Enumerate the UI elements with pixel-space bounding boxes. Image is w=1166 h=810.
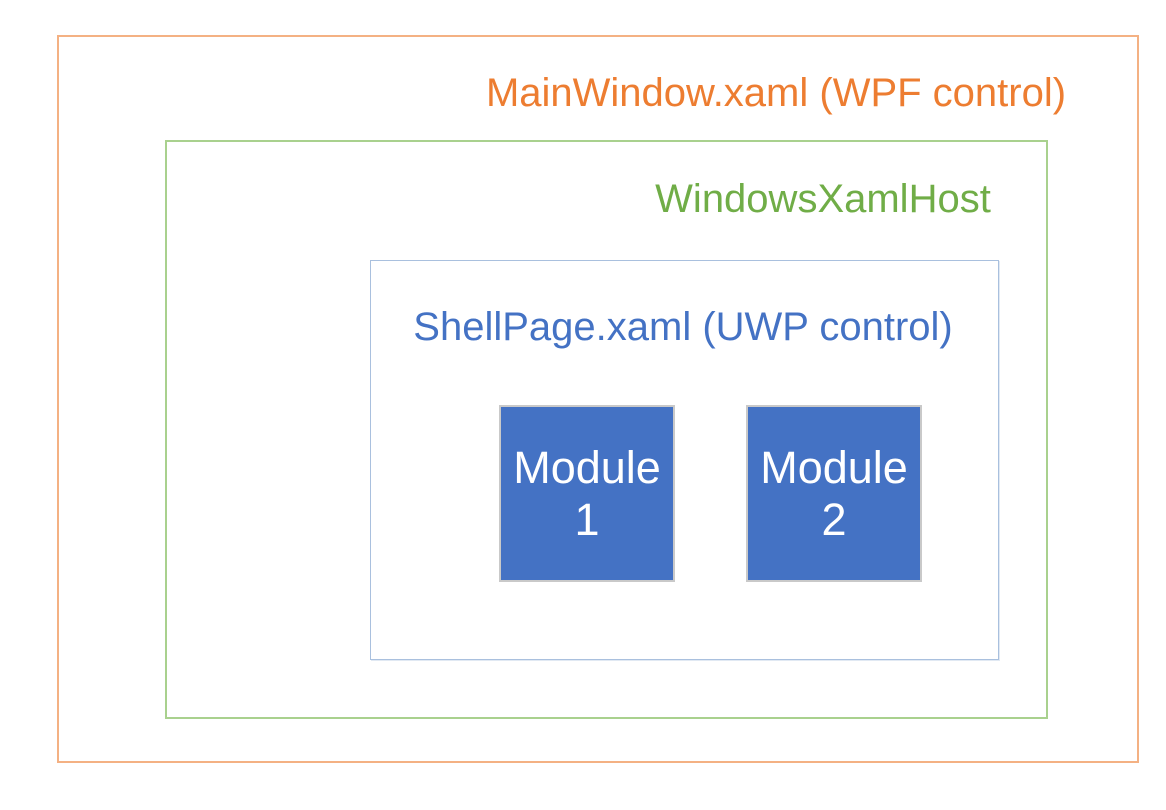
- windowsxamlhost-box: [165, 140, 1048, 719]
- mainwindow-wpf-label: MainWindow.xaml (WPF control): [485, 71, 1067, 115]
- shellpage-uwp-box: [370, 260, 999, 660]
- shellpage-uwp-label: ShellPage.xaml (UWP control): [413, 305, 953, 349]
- module-2-box: Module 2: [746, 405, 922, 582]
- module-2-label-line1: Module: [760, 441, 908, 493]
- module-1-label-line1: Module: [513, 441, 661, 493]
- module-1-box: Module 1: [499, 405, 675, 582]
- windowsxamlhost-label: WindowsXamlHost: [655, 177, 991, 221]
- module-2-label-line2: 2: [821, 493, 847, 545]
- module-1-label-line2: 1: [574, 493, 600, 545]
- mainwindow-wpf-box: [57, 35, 1139, 763]
